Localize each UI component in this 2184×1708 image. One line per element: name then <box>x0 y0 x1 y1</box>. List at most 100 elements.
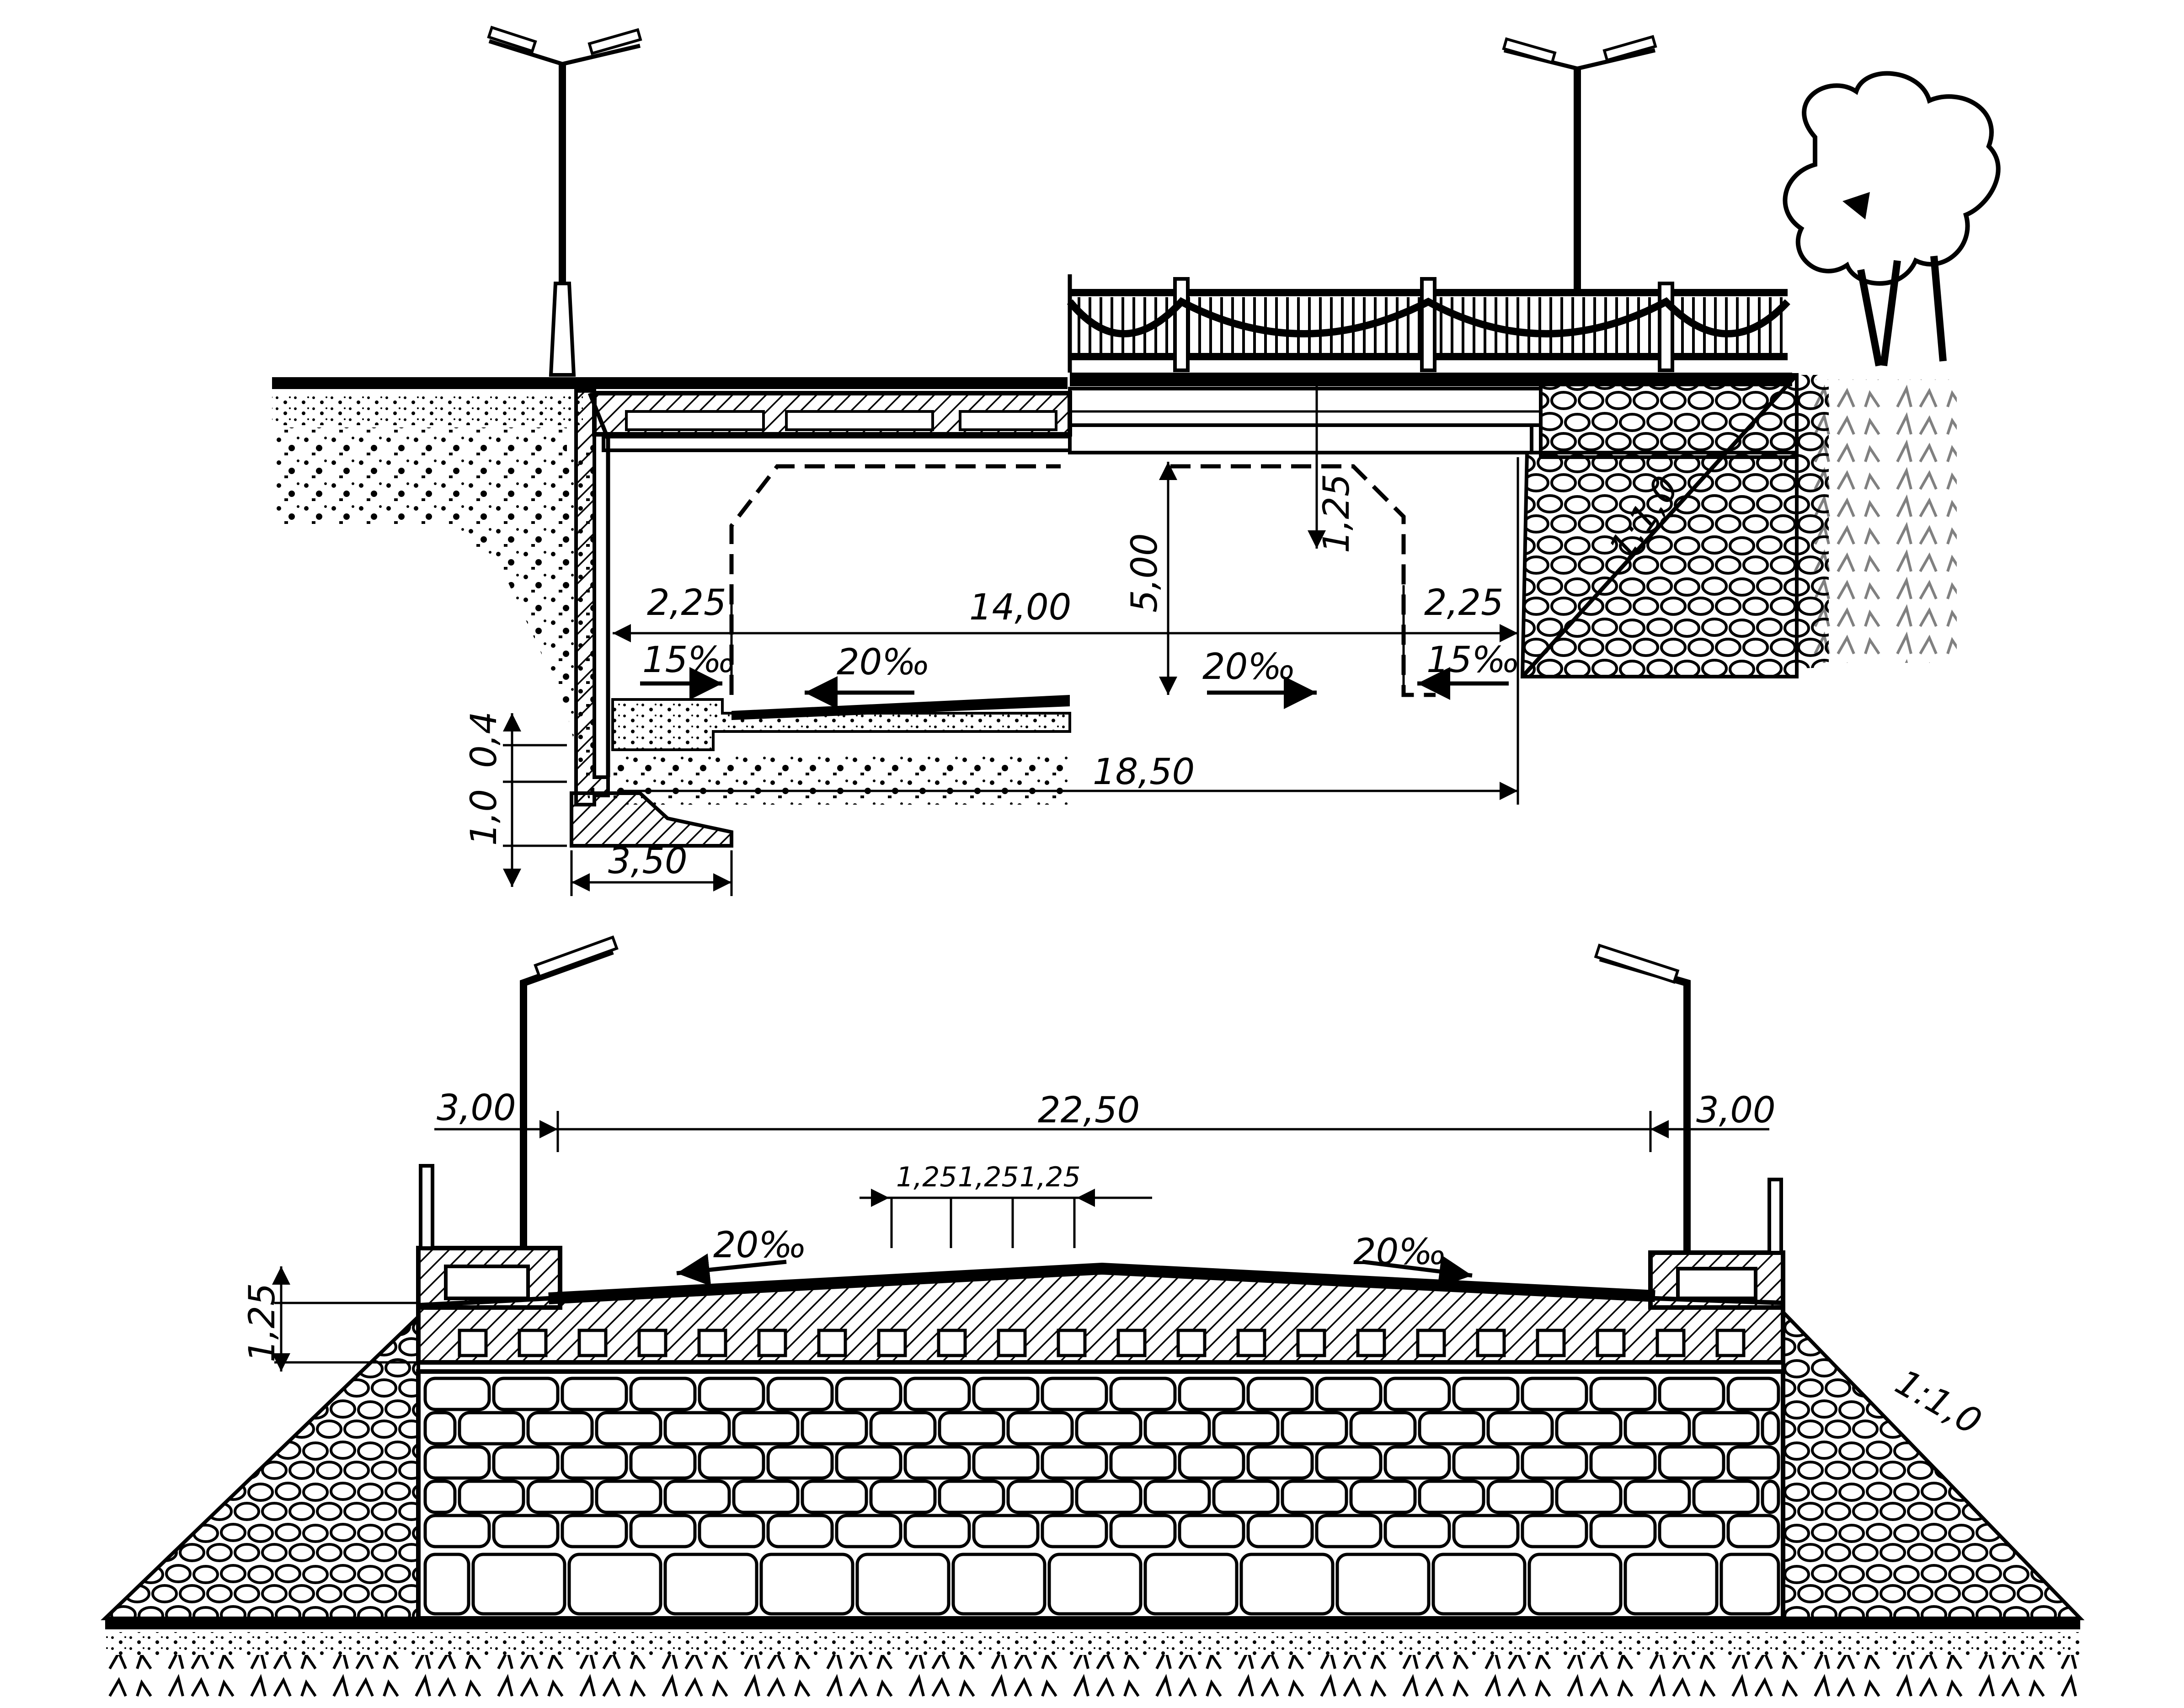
masonry-stone <box>1212 1479 1280 1514</box>
street-lamp-cross-right <box>1594 944 1691 1253</box>
elevation-labels: 2,25 14,00 2,25 5,00 1,25 18,50 3,50 1,0… <box>464 469 1687 882</box>
masonry-stone <box>766 1514 834 1548</box>
dim-footing-h1: 1,0 <box>464 789 505 846</box>
masonry-stone <box>1349 1479 1417 1514</box>
dim-clear-height: 5,00 <box>1124 533 1165 613</box>
slope-left-walk: 15‰ <box>642 640 736 681</box>
masonry-stone <box>801 1411 868 1446</box>
masonry-stone <box>903 1445 971 1480</box>
masonry-stone <box>458 1411 525 1446</box>
masonry-stone <box>698 1445 765 1480</box>
dim-walk-right: 3,00 <box>1696 1090 1776 1131</box>
masonry-stone <box>1239 1553 1335 1616</box>
masonry-stone <box>1761 1479 1780 1514</box>
masonry-stone <box>663 1479 731 1514</box>
masonry-stone <box>526 1479 594 1514</box>
masonry-stone <box>1486 1411 1554 1446</box>
street-lamp-left <box>487 26 642 377</box>
masonry-stone <box>732 1479 800 1514</box>
masonry-stone <box>835 1377 902 1411</box>
deck-void <box>577 1329 608 1357</box>
masonry-stone <box>1315 1514 1383 1548</box>
masonry-stone <box>1109 1514 1177 1548</box>
masonry-stone <box>1623 1553 1719 1616</box>
masonry-stone <box>1726 1445 1780 1480</box>
masonry-stone <box>1383 1514 1451 1548</box>
masonry-stone <box>1719 1553 1780 1616</box>
curb-right <box>1648 1250 1785 1310</box>
masonry-stone <box>972 1445 1040 1480</box>
masonry-stone <box>1143 1553 1239 1616</box>
masonry-stone <box>938 1479 1005 1514</box>
masonry-stone <box>629 1445 697 1480</box>
masonry-stone <box>1623 1411 1691 1446</box>
masonry-stone <box>1109 1445 1177 1480</box>
masonry-stone <box>1692 1411 1760 1446</box>
deck-void <box>1356 1329 1386 1357</box>
masonry-stone <box>1143 1411 1211 1446</box>
dim-total-length: 18,50 <box>1093 752 1195 793</box>
masonry-stone <box>595 1479 662 1514</box>
masonry-stone <box>766 1445 834 1480</box>
masonry-stone <box>759 1553 854 1616</box>
masonry-stone <box>1383 1445 1451 1480</box>
slope-cross-left: 20‰ <box>713 1225 807 1266</box>
deck-slab <box>416 1262 1785 1365</box>
masonry-stone <box>1658 1377 1725 1411</box>
masonry-stone <box>629 1514 697 1548</box>
masonry-stone <box>423 1514 491 1548</box>
deck-void <box>1116 1329 1147 1357</box>
dim-walk-left: 3,00 <box>437 1088 516 1129</box>
masonry-stone <box>492 1445 560 1480</box>
dim-footing-width: 3,50 <box>608 841 688 882</box>
deck-void <box>518 1329 548 1357</box>
dim-footing-h2: 0,4 <box>464 711 505 768</box>
masonry-stone <box>903 1514 971 1548</box>
dim-deck-depth: 1,25 <box>1316 474 1357 553</box>
cross-dimensions <box>272 1111 1769 1372</box>
masonry-stone <box>766 1377 834 1411</box>
dim-roadway: 22,50 <box>1038 1090 1140 1131</box>
masonry-stone <box>423 1411 457 1446</box>
cross-section-view: 3,00 22,50 3,00 1,25 1,25 1,25 1,25 20‰ … <box>101 935 2085 1701</box>
deck-void <box>1476 1329 1506 1357</box>
deck-void <box>817 1329 847 1357</box>
masonry-stone <box>1075 1479 1143 1514</box>
road-approach <box>272 377 1068 805</box>
masonry-stone <box>1212 1411 1280 1446</box>
deck-void <box>1416 1329 1446 1357</box>
masonry-stone <box>1555 1479 1623 1514</box>
masonry-stone <box>1281 1411 1348 1446</box>
masonry-stone <box>903 1377 971 1411</box>
elevation-dimensions <box>503 375 1519 896</box>
masonry-stone <box>951 1553 1047 1616</box>
masonry-stone <box>1521 1445 1588 1480</box>
deck-void <box>877 1329 907 1357</box>
masonry-stone <box>972 1377 1040 1411</box>
masonry-stone <box>1041 1445 1108 1480</box>
masonry-stone <box>1349 1411 1417 1446</box>
slope-right-walk: 15‰ <box>1426 640 1520 681</box>
deck-void <box>937 1329 967 1357</box>
slope-right-road: 20‰ <box>1202 646 1296 688</box>
masonry-stone <box>492 1377 560 1411</box>
masonry-stone <box>1315 1445 1383 1480</box>
masonry-stone <box>1761 1411 1780 1446</box>
railing-post-left <box>419 1164 434 1250</box>
masonry-stone <box>869 1411 937 1446</box>
deck-void <box>1715 1329 1746 1357</box>
slope-cross-right: 20‰ <box>1353 1232 1447 1273</box>
masonry-stone <box>1006 1479 1074 1514</box>
dim-span: 14,00 <box>969 587 1071 628</box>
slope-embankment-cross: 1:1,0 <box>1889 1362 1988 1443</box>
deck-void <box>697 1329 727 1357</box>
masonry-stone <box>423 1479 457 1514</box>
masonry-stone <box>801 1479 868 1514</box>
masonry-stone <box>526 1411 594 1446</box>
deck-void <box>458 1329 488 1357</box>
masonry-stone <box>1452 1377 1520 1411</box>
dim-crown-2: 1,25 <box>958 1161 1019 1193</box>
dim-crown-1: 1,25 <box>896 1161 957 1193</box>
deck-void <box>757 1329 787 1357</box>
masonry-stone <box>1623 1479 1691 1514</box>
